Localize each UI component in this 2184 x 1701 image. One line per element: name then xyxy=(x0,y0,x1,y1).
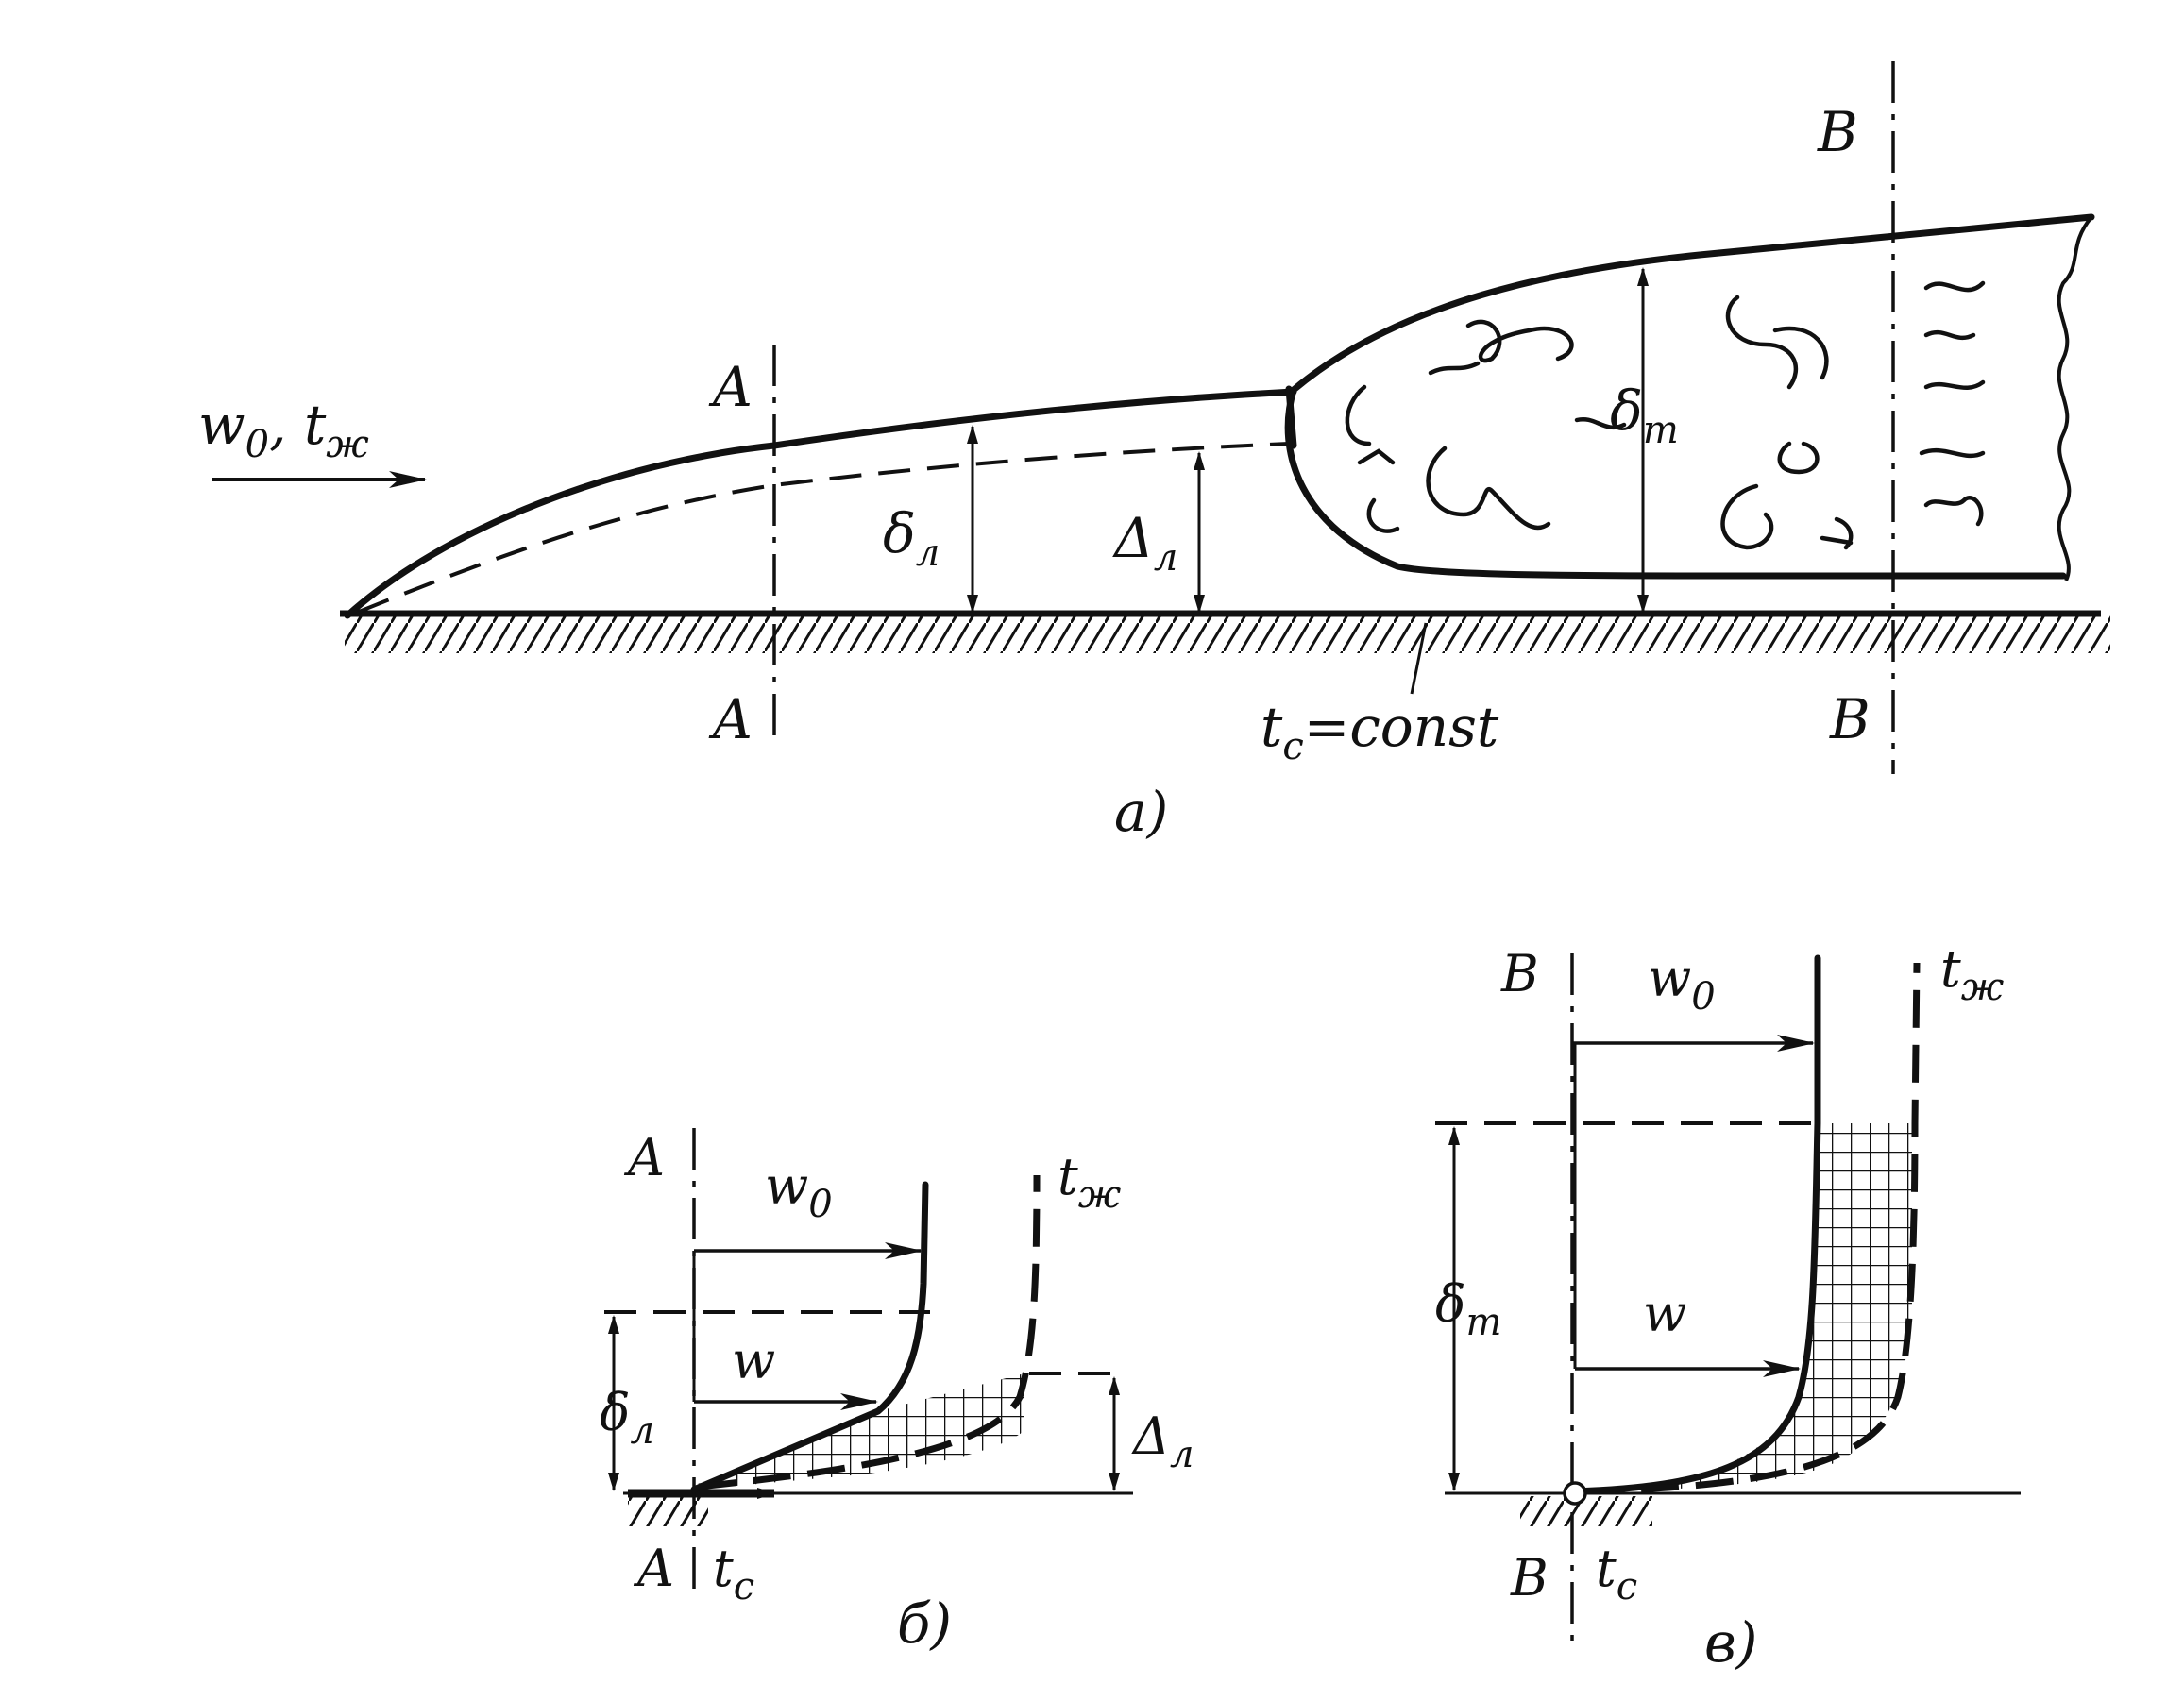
temperature-profile-c xyxy=(1585,962,1921,1495)
velocity-profile-b xyxy=(690,1181,929,1493)
Delta-l-label-b: Δл xyxy=(1131,1406,1194,1476)
laminar-layer-edge xyxy=(344,388,1297,619)
w0-label-b: w0 xyxy=(765,1156,833,1226)
t-wall-label-b: tс xyxy=(713,1539,754,1608)
inflow-label: w0, tж xyxy=(198,393,369,466)
t-fluid-label-b: tж xyxy=(1058,1147,1122,1217)
t-wall-label-c: tс xyxy=(1596,1539,1637,1608)
section-top-label-b: A xyxy=(623,1128,665,1187)
wall-leader xyxy=(1410,622,1428,695)
section-B-bottom-label: B xyxy=(1829,687,1871,751)
Delta-l-label: Δл xyxy=(1112,506,1177,580)
delta-l-label-b: δл xyxy=(600,1383,654,1453)
diagram-a: w0, tж A A B B δл Δл δт tс=const а) xyxy=(198,61,2110,844)
section-top-label-c: B xyxy=(1500,944,1539,1003)
temperature-hatched-region-c xyxy=(1605,1123,1912,1491)
turbulent-eddies xyxy=(1345,280,1986,550)
turbulent-lower-bulge xyxy=(1284,386,2067,580)
caption-c: в) xyxy=(1704,1610,1757,1675)
section-bottom-label-b: A xyxy=(633,1539,674,1598)
delta-l-label: δл xyxy=(883,501,940,575)
velocity-profile-c xyxy=(1571,954,1821,1495)
delta-t-label: δт xyxy=(1610,379,1679,452)
turbulent-cut-edge xyxy=(2057,215,2093,581)
laminar-sublayer-edge xyxy=(358,442,1290,614)
temperature-profile-b xyxy=(698,1174,1041,1490)
caption-b: б) xyxy=(897,1592,952,1656)
section-A-top-label: A xyxy=(708,355,753,419)
w-label-c: w xyxy=(1643,1284,1686,1343)
section-B-top-label: B xyxy=(1817,100,1858,164)
caption-a: а) xyxy=(1114,780,1168,844)
section-A-bottom-label: A xyxy=(708,687,753,751)
t-fluid-label-c: tж xyxy=(1940,939,2005,1009)
wall-hatching-b xyxy=(628,1496,708,1526)
w-label-b: w xyxy=(732,1331,775,1390)
wall-point-c xyxy=(1563,1481,1587,1506)
wall-hatching xyxy=(345,615,2110,653)
wall-temperature-label: tс=const xyxy=(1261,695,1499,768)
diagram-c: B B w0 w tж tс δт в) xyxy=(1435,939,2021,1675)
w0-label-c: w0 xyxy=(1648,949,1716,1019)
turbulent-layer-edge xyxy=(1290,213,2095,394)
delta-t-label-c: δт xyxy=(1435,1274,1501,1344)
section-bottom-label-c: B xyxy=(1510,1548,1549,1608)
wall-hatching-c xyxy=(1520,1496,1652,1526)
diagram-b: A A w0 w tж tс δл Δл б) xyxy=(600,1128,1194,1656)
temperature-hatched-region xyxy=(694,1373,1024,1490)
